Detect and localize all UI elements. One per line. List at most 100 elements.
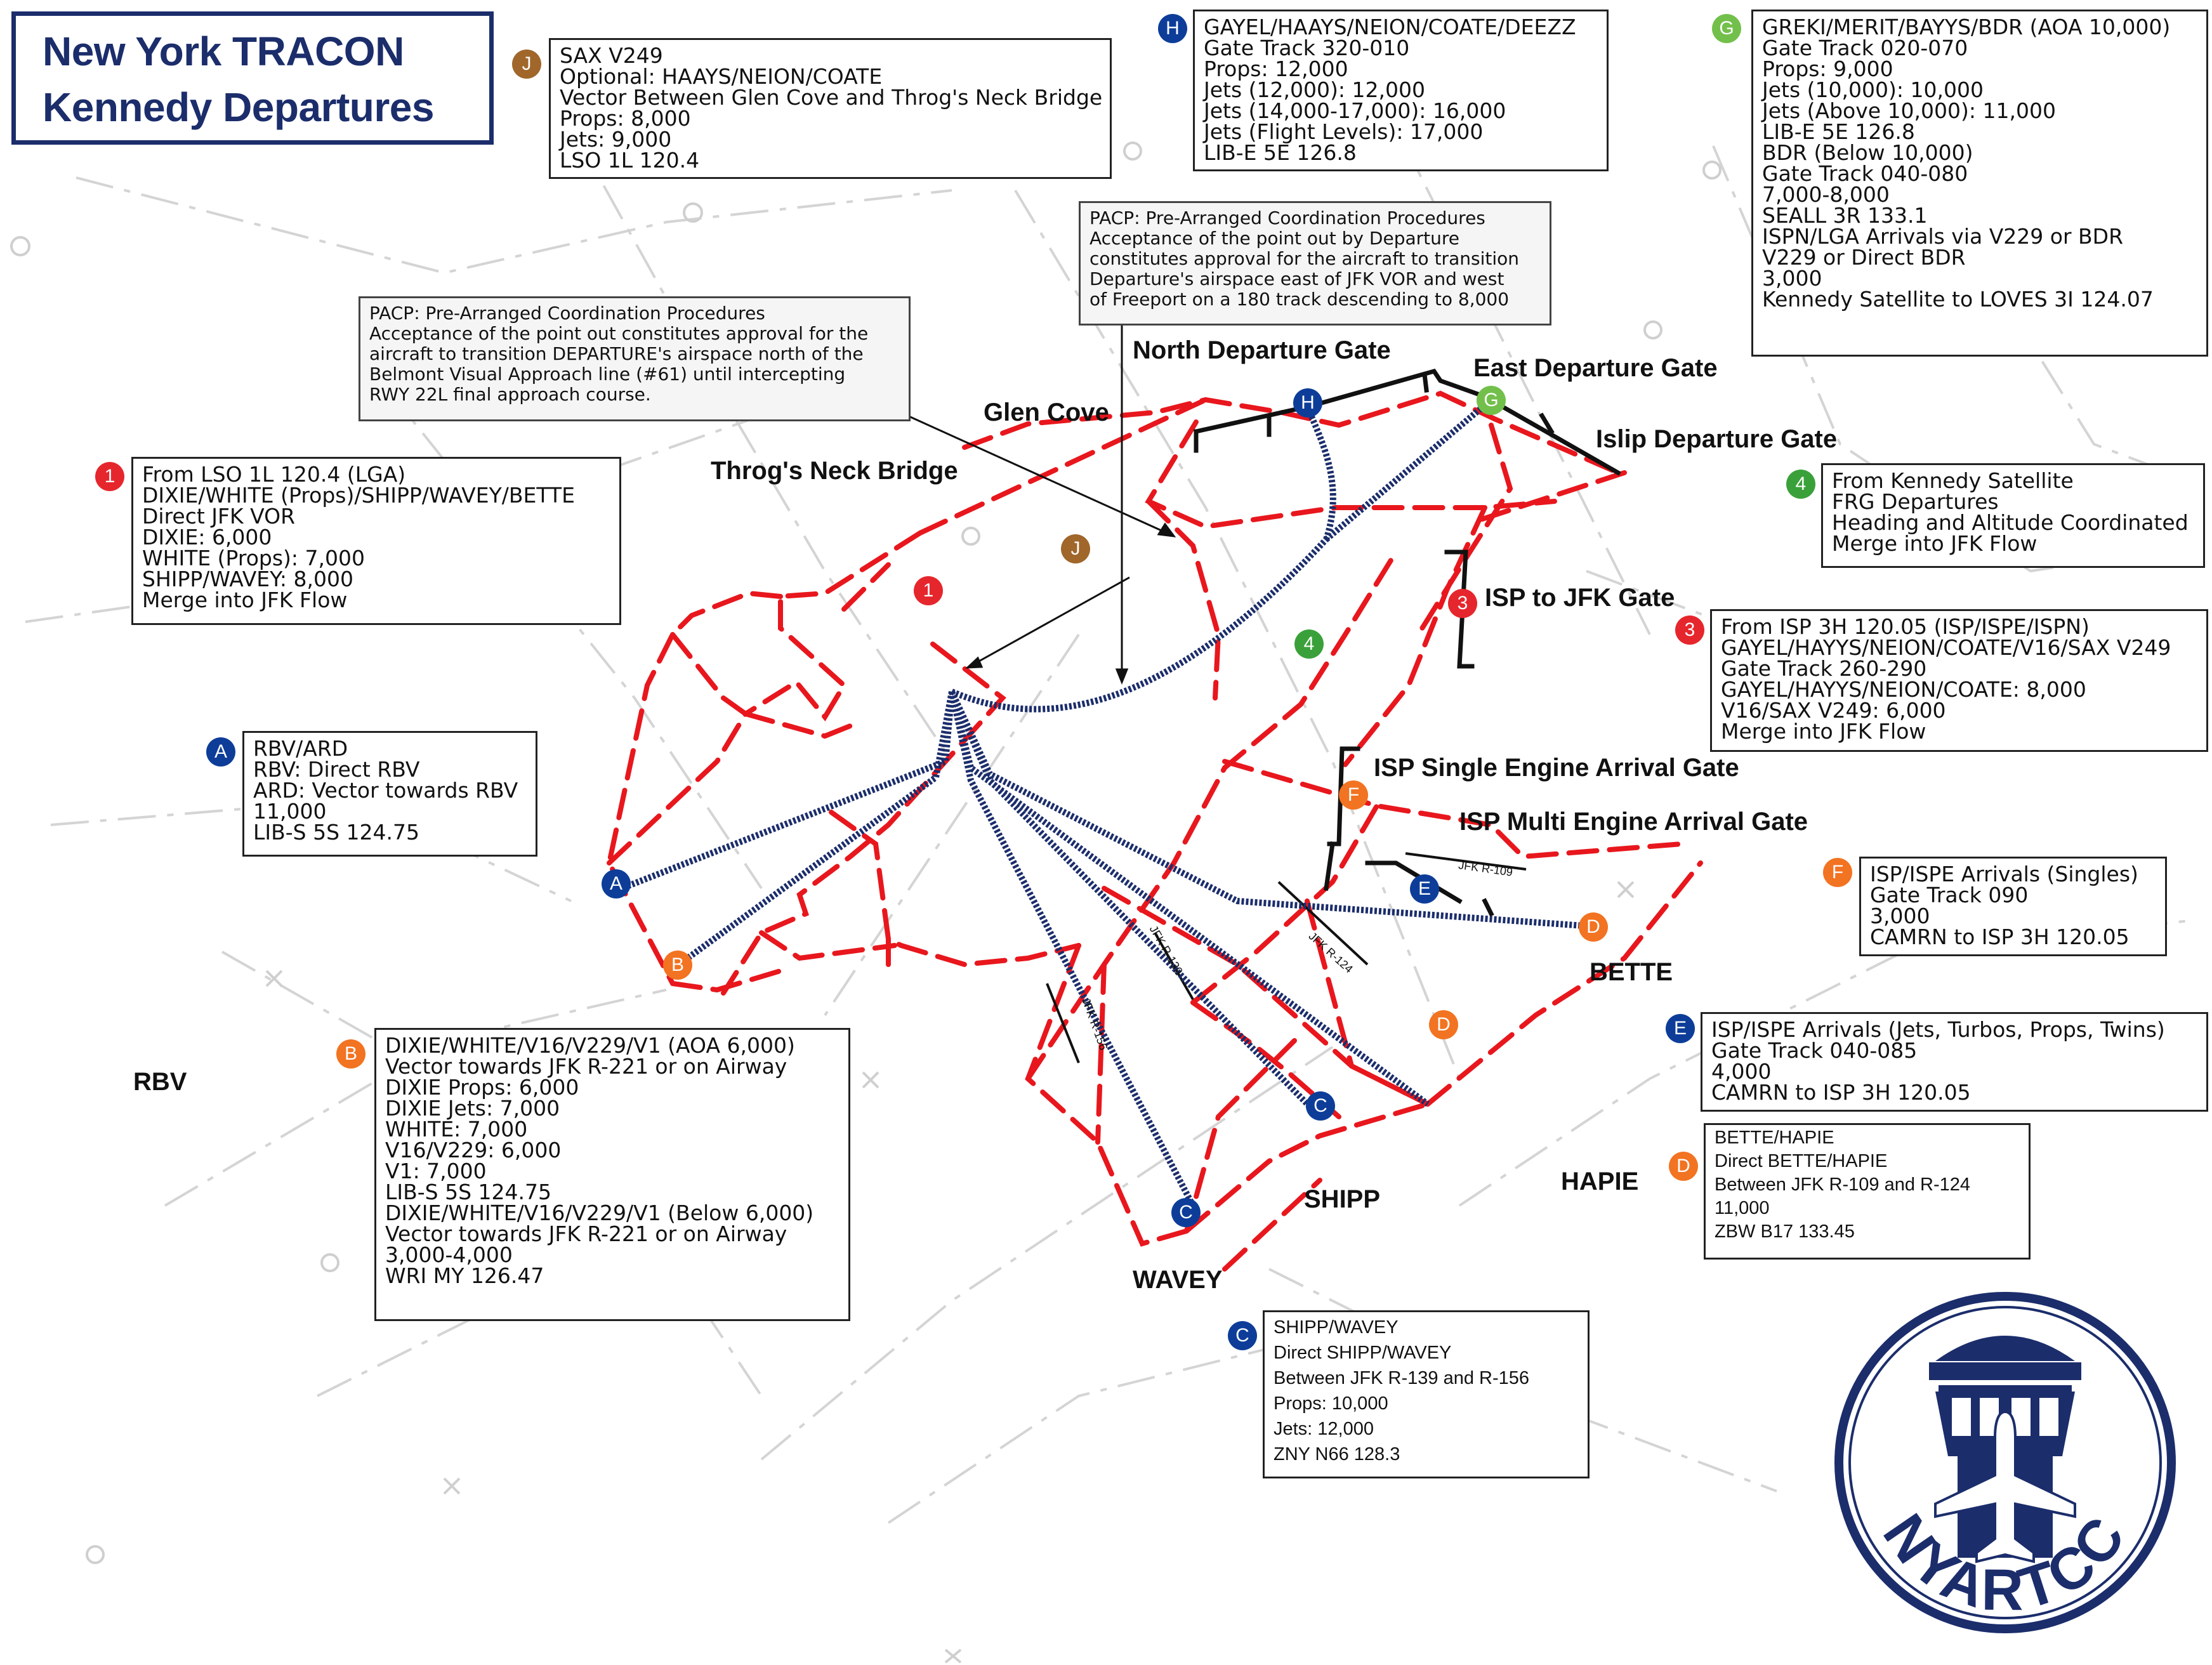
label-isp-to-jfk: ISP to JFK Gate	[1485, 584, 1675, 612]
box-4-line: Heading and Altitude Coordinated	[1832, 510, 2189, 535]
box-J-line: Props: 8,000	[560, 106, 691, 131]
label-east-gate: East Departure Gate	[1473, 354, 1718, 382]
box-G-line: BDR (Below 10,000)	[1762, 140, 1973, 165]
label-islip-gate: Islip Departure Gate	[1596, 425, 1838, 453]
box-A: RBV/ARD RBV: Direct RBV ARD: Vector towa…	[242, 731, 537, 857]
box-B-line: Vector towards JFK R-221 or on Airway	[385, 1054, 787, 1079]
box-4-line: FRG Departures	[1832, 489, 1999, 514]
pacp-north-line: Belmont Visual Approach line (#61) until…	[369, 364, 846, 385]
label-throgs-neck: Throg's Neck Bridge	[711, 457, 958, 485]
pacp-north-line: RWY 22L final approach course.	[369, 384, 651, 405]
badge-C: C	[1228, 1321, 1257, 1350]
badge-3: 3	[1675, 615, 1704, 645]
box-1-line: WHITE (Props): 7,000	[142, 546, 365, 570]
label-isp-single: ISP Single Engine Arrival Gate	[1374, 754, 1739, 782]
label-rbv: RBV	[133, 1068, 187, 1096]
map-badge-H: H	[1293, 388, 1322, 418]
box-J-line: LSO 1L 120.4	[560, 148, 700, 173]
box-E-line: Gate Track 040-085	[1711, 1038, 1918, 1063]
box-D: BETTE/HAPIE Direct BETTE/HAPIE Between J…	[1704, 1123, 2031, 1260]
box-D-line: BETTE/HAPIE	[1715, 1128, 1834, 1148]
box-G-line: V229 or Direct BDR	[1762, 245, 1966, 270]
box-G-line: Kennedy Satellite to LOVES 3I 124.07	[1762, 287, 2154, 312]
box-E-line: CAMRN to ISP 3H 120.05	[1711, 1080, 1971, 1105]
box-F-line: 3,000	[1870, 904, 1930, 928]
badge-E: E	[1666, 1014, 1695, 1043]
badge-G: G	[1712, 14, 1741, 43]
badge-A: A	[206, 737, 235, 767]
box-F-line: CAMRN to ISP 3H 120.05	[1870, 925, 2130, 949]
label-wavey: WAVEY	[1133, 1266, 1223, 1294]
box-1-line: DIXIE/WHITE (Props)/SHIPP/WAVEY/BETTE	[142, 483, 575, 508]
box-B-line: DIXIE Jets: 7,000	[385, 1096, 560, 1121]
pacp-north-line: PACP: Pre-Arranged Coordination Procedur…	[369, 303, 765, 324]
title-line1: New York TRACON	[43, 29, 404, 74]
box-C-line: Jets: 12,000	[1274, 1419, 1374, 1439]
box-D-line: ZBW B17 133.45	[1715, 1221, 1855, 1242]
pacp-east-line: PACP: Pre-Arranged Coordination Procedur…	[1090, 207, 1485, 228]
box-G-line: SEALL 3R 133.1	[1762, 203, 1928, 228]
box-pacp-north: PACP: Pre-Arranged Coordination Procedur…	[359, 296, 911, 421]
box-H-line: Jets (12,000): 12,000	[1204, 77, 1425, 102]
map-badge-D-hapie: D	[1429, 1010, 1458, 1039]
box-D-line: Between JFK R-109 and R-124	[1715, 1175, 1970, 1195]
box-B-line: DIXIE Props: 6,000	[385, 1075, 579, 1100]
box-3-line: GAYEL/HAYYS/NEION/COATE: 8,000	[1721, 677, 2086, 702]
box-G-line: GREKI/MERIT/BAYYS/BDR (AOA 10,000)	[1762, 15, 2171, 39]
box-1-line: DIXIE: 6,000	[142, 525, 272, 550]
box-C-line: Props: 10,000	[1274, 1393, 1388, 1414]
badge-F: F	[1823, 858, 1852, 887]
map-badge-F: F	[1339, 780, 1368, 810]
box-3-line: V16/SAX V249: 6,000	[1721, 698, 1946, 723]
box-pacp-east: PACP: Pre-Arranged Coordination Procedur…	[1079, 201, 1551, 326]
box-F-line: ISP/ISPE Arrivals (Singles)	[1870, 862, 2138, 886]
pacp-north-line: aircraft to transition DEPARTURE's airsp…	[369, 343, 864, 364]
box-A-line: RBV: Direct RBV	[253, 757, 420, 782]
label-isp-multi: ISP Multi Engine Arrival Gate	[1459, 808, 1808, 836]
box-G-line: 7,000-8,000	[1762, 182, 1890, 207]
box-B-line: WHITE: 7,000	[385, 1117, 528, 1142]
box-J-line: Optional: HAAYS/NEION/COATE	[560, 64, 883, 89]
box-H-line: GAYEL/HAAYS/NEION/COATE/DEEZZ	[1204, 15, 1576, 39]
box-G-line: Gate Track 020-070	[1762, 36, 1968, 60]
box-A-line: RBV/ARD	[253, 736, 348, 761]
box-J-line: Vector Between Glen Cove and Throg's Nec…	[560, 85, 1103, 110]
pacp-arrows	[907, 317, 1176, 685]
box-B-line: LIB-S 5S 124.75	[385, 1180, 552, 1204]
nyartcc-logo: NYARTCC	[1834, 1292, 2176, 1633]
box-3-line: GAYEL/HAYYS/NEION/COATE/V16/SAX V249	[1721, 635, 2171, 660]
box-C-line: Between JFK R-139 and R-156	[1274, 1368, 1529, 1388]
box-H-line: LIB-E 5E 126.8	[1204, 140, 1357, 165]
box-F: ISP/ISPE Arrivals (Singles) Gate Track 0…	[1859, 857, 2167, 956]
box-E: ISP/ISPE Arrivals (Jets, Turbos, Props, …	[1701, 1012, 2208, 1112]
box-C-line: SHIPP/WAVEY	[1274, 1317, 1399, 1338]
box-J: SAX V249 Optional: HAAYS/NEION/COATE Vec…	[549, 38, 1112, 179]
box-4: From Kennedy Satellite FRG Departures He…	[1821, 463, 2205, 568]
box-H-line: Gate Track 320-010	[1204, 36, 1410, 60]
box-B-line: 3,000-4,000	[385, 1242, 513, 1267]
box-D-line: 11,000	[1715, 1198, 1770, 1218]
label-bette: BETTE	[1590, 958, 1673, 986]
label-hapie: HAPIE	[1561, 1168, 1639, 1195]
map-badge-A: A	[602, 869, 631, 898]
box-A-line: LIB-S 5S 124.75	[253, 820, 420, 845]
box-C: SHIPP/WAVEY Direct SHIPP/WAVEY Between J…	[1263, 1310, 1590, 1478]
box-J-line: Jets: 9,000	[560, 127, 672, 152]
box-B-line: V16/V229: 6,000	[385, 1138, 562, 1162]
box-G-line: Gate Track 040-080	[1762, 161, 1968, 186]
box-C-line: ZNY N66 128.3	[1274, 1444, 1400, 1464]
map-badge-C-shipp: C	[1306, 1091, 1335, 1121]
badge-1: 1	[95, 462, 124, 491]
map-badge-D-bette: D	[1579, 912, 1608, 942]
box-G-line: 3,000	[1762, 266, 1822, 291]
box-3-line: Gate Track 260-290	[1721, 656, 1927, 681]
box-B-line: V1: 7,000	[385, 1159, 487, 1183]
box-C-line: Direct SHIPP/WAVEY	[1274, 1343, 1452, 1363]
box-B-line: Vector towards JFK R-221 or on Airway	[385, 1221, 787, 1246]
departure-routes	[621, 397, 1593, 1208]
box-B: DIXIE/WHITE/V16/V229/V1 (AOA 6,000) Vect…	[374, 1028, 850, 1321]
box-3: From ISP 3H 120.05 (ISP/ISPE/ISPN) GAYEL…	[1710, 609, 2208, 752]
box-G-line: LIB-E 5E 126.8	[1762, 119, 1915, 144]
box-D-line: Direct BETTE/HAPIE	[1715, 1151, 1888, 1171]
